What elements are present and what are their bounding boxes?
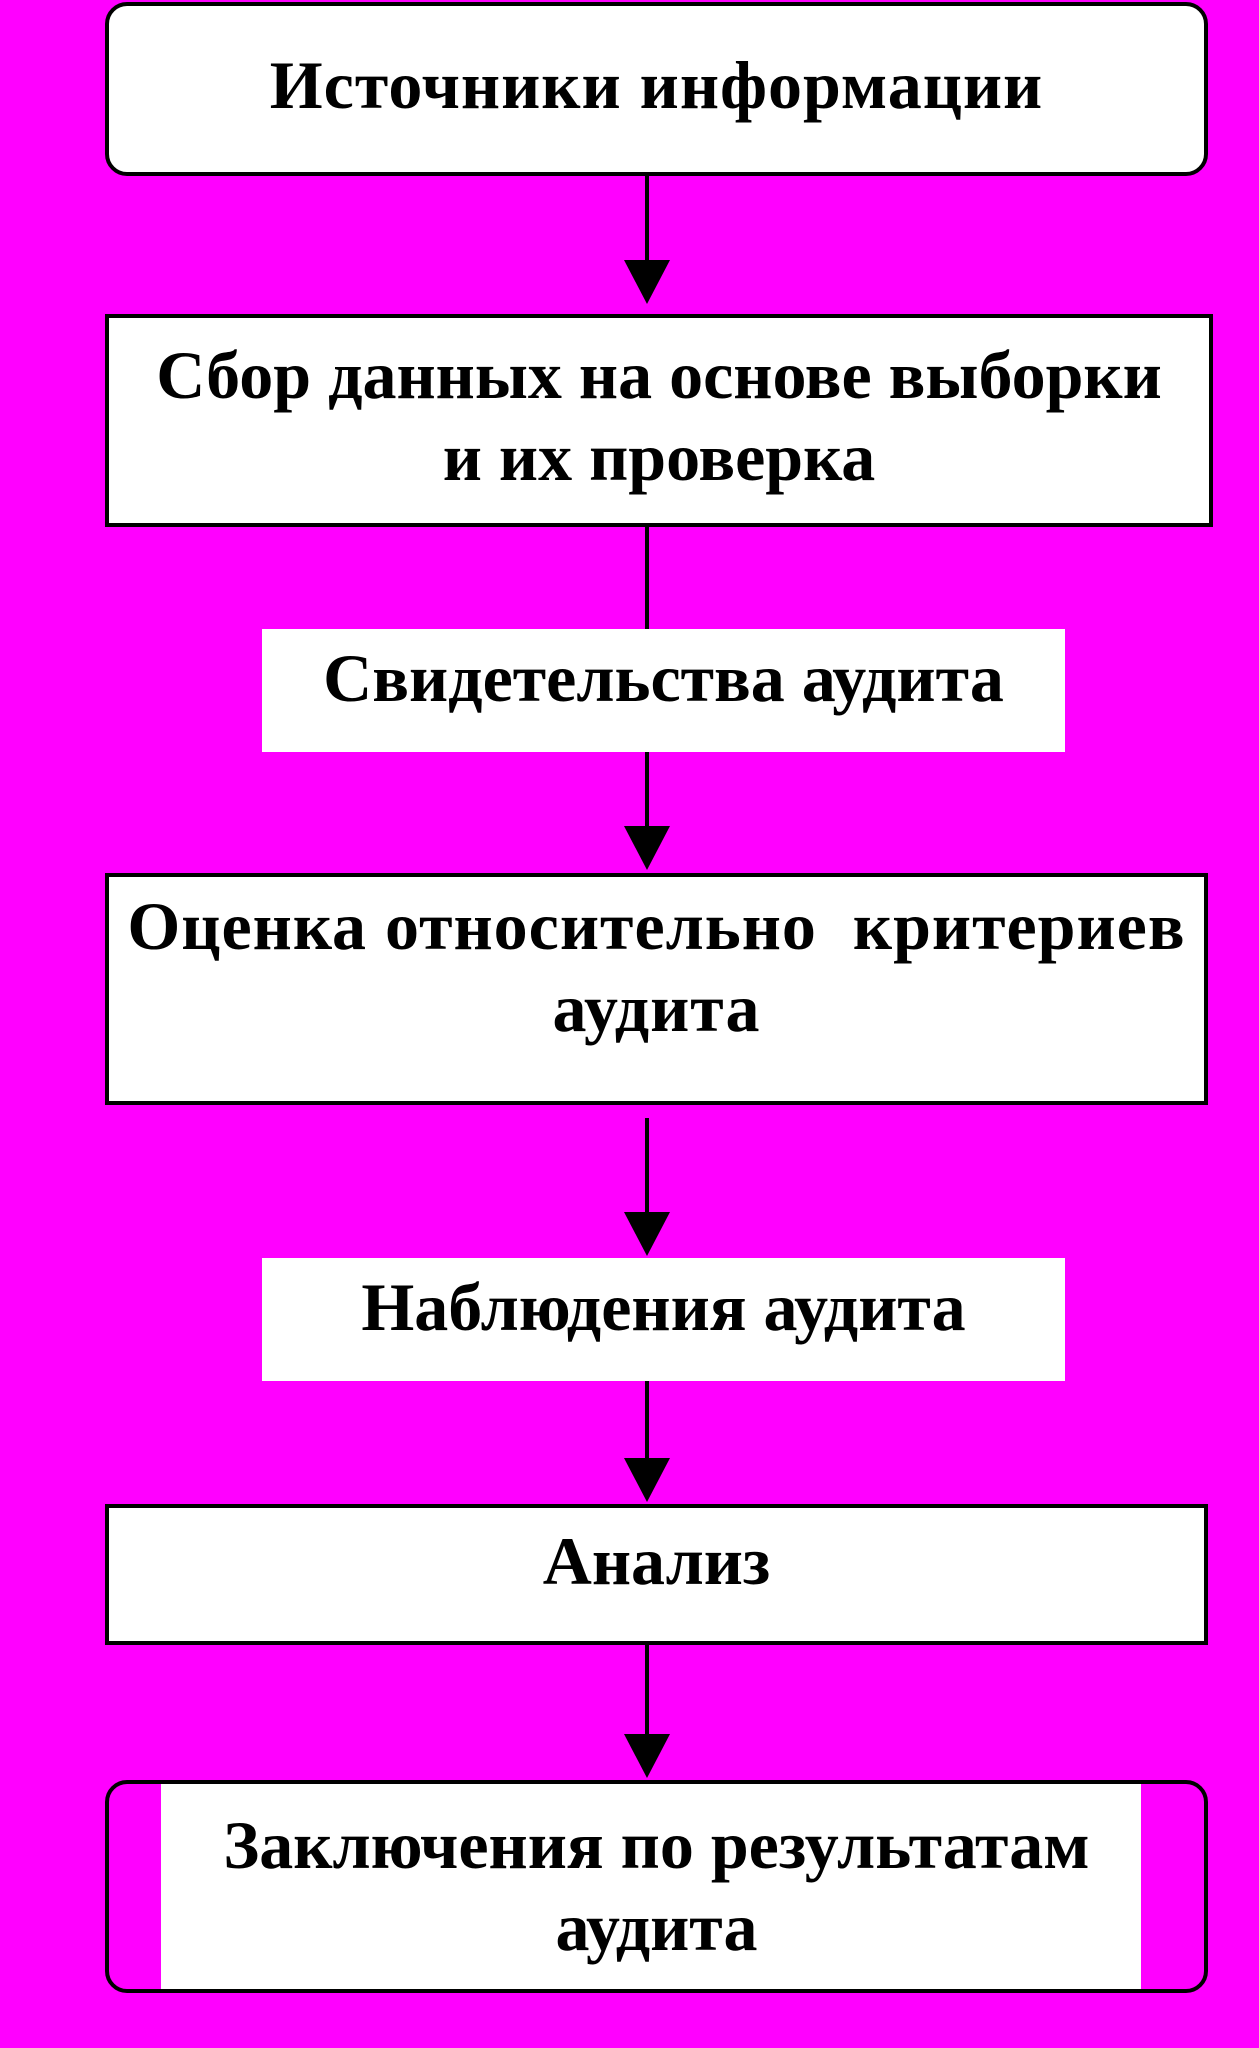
node-collection: Сбор данных на основе выборки и их прове…: [105, 314, 1213, 527]
node-findings-text: Наблюдения аудита: [361, 1269, 966, 1345]
node-sources-text: Источники информации: [269, 47, 1044, 123]
node-conclusions-text-line1: Заключения по результатам: [223, 1807, 1090, 1883]
arrowhead-evidence-evaluation: [624, 826, 670, 870]
node-collection-text-line1: Сбор данных на основе выборки: [156, 337, 1162, 413]
node-evaluation-text-line1: Оценка относительно критериев: [127, 888, 1186, 964]
node-conclusions-text-line2: аудита: [555, 1889, 758, 1965]
node-conclusions: Заключения по результатам аудита: [105, 1780, 1208, 1993]
arrowhead-analysis-conclusions: [624, 1734, 670, 1778]
node-sources: Источники информации: [105, 2, 1208, 176]
node-analysis-text: Анализ: [542, 1523, 771, 1599]
arrowhead-evaluation-findings: [624, 1212, 670, 1256]
node-conclusions-fill: [161, 1784, 1141, 1989]
arrowhead-findings-analysis: [624, 1458, 670, 1502]
node-collection-text-line2: и их проверка: [442, 419, 876, 495]
node-evidence-text: Свидетельства аудита: [323, 640, 1004, 716]
node-evidence: Свидетельства аудита: [262, 629, 1065, 752]
node-evaluation: Оценка относительно критериев аудита: [105, 873, 1208, 1105]
arrowhead-sources-collection: [624, 260, 670, 304]
node-evaluation-text-line2: аудита: [552, 970, 761, 1046]
node-analysis: Анализ: [105, 1504, 1208, 1645]
node-findings: Наблюдения аудита: [262, 1258, 1065, 1381]
